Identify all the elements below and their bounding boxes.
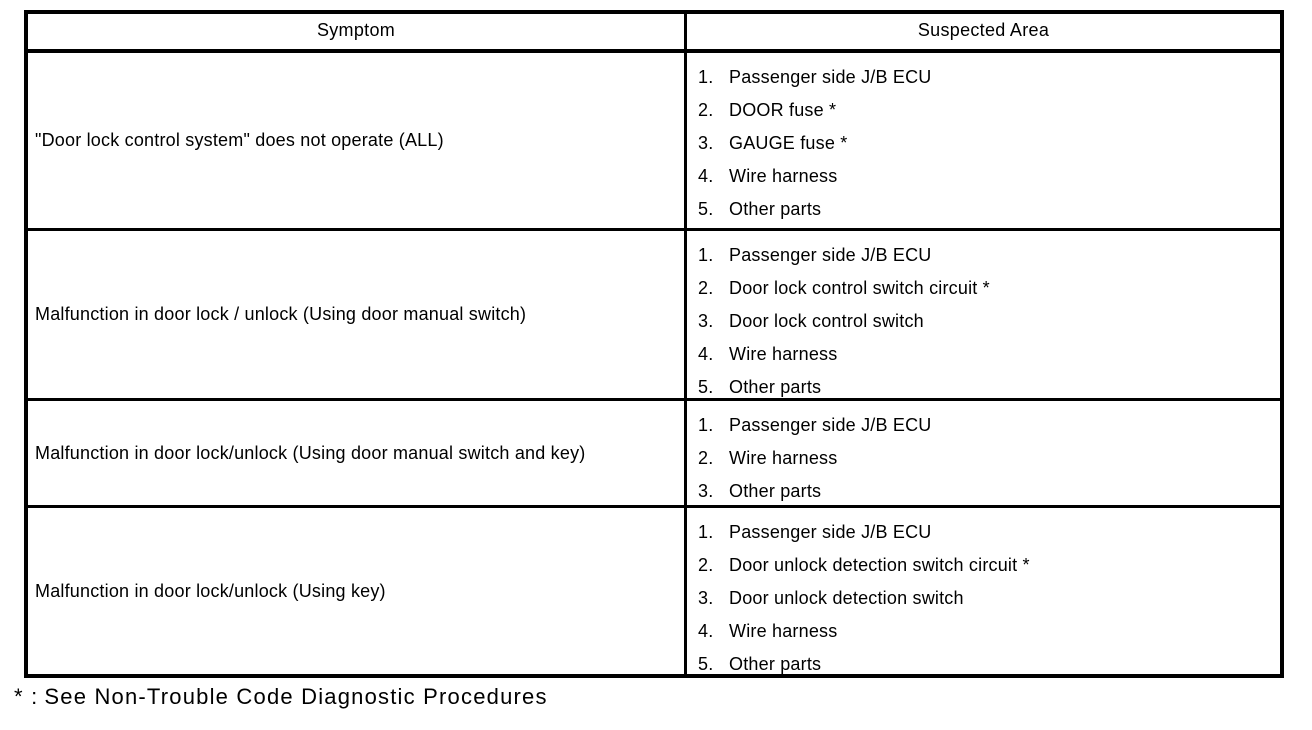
item-text: Wire harness <box>729 344 838 364</box>
suspected-area-item: 2. Door lock control switch circuit * <box>698 272 1280 305</box>
item-text: Other parts <box>729 481 822 501</box>
item-text: Door lock control switch circuit * <box>729 278 990 298</box>
item-text: Other parts <box>729 654 822 674</box>
item-text: Passenger side J/B ECU <box>729 67 932 87</box>
suspected-area-item: 4. Wire harness <box>698 338 1280 371</box>
symptom-cell: "Door lock control system" does not oper… <box>28 53 687 228</box>
suspected-area-item: 5. Other parts <box>698 371 1280 398</box>
suspected-area-cell: 1. Passenger side J/B ECU 2. DOOR fuse *… <box>687 53 1280 228</box>
suspected-area-item: 3. Other parts <box>698 475 1280 505</box>
suspected-area-cell: 1. Passenger side J/B ECU 2. Door lock c… <box>687 231 1280 398</box>
item-text: Door lock control switch <box>729 311 924 331</box>
item-number: 4. <box>698 344 714 364</box>
symptom-text: "Door lock control system" does not oper… <box>35 130 444 150</box>
item-number: 2. <box>698 100 714 120</box>
suspected-area-item: 3. Door lock control switch <box>698 305 1280 338</box>
suspected-area-item: 2. Door unlock detection switch circuit … <box>698 549 1280 582</box>
symptom-text: Malfunction in door lock / unlock (Using… <box>35 304 527 324</box>
item-number: 3. <box>698 588 714 608</box>
item-number: 5. <box>698 654 714 674</box>
item-number: 1. <box>698 415 714 435</box>
item-text: DOOR fuse * <box>729 100 837 120</box>
footnote-text: See Non-Trouble Code Diagnostic Procedur… <box>44 684 548 709</box>
item-number: 4. <box>698 166 714 186</box>
suspected-area-item: 2. DOOR fuse * <box>698 94 1280 127</box>
item-number: 2. <box>698 278 714 298</box>
item-number: 1. <box>698 522 714 542</box>
item-text: Passenger side J/B ECU <box>729 522 932 542</box>
suspected-area-item: 4. Wire harness <box>698 615 1280 648</box>
symptom-text: Malfunction in door lock/unlock (Using d… <box>35 442 586 463</box>
item-text: Door unlock detection switch circuit * <box>729 555 1030 575</box>
symptom-text: Malfunction in door lock/unlock (Using k… <box>35 580 386 601</box>
item-text: Passenger side J/B ECU <box>729 245 932 265</box>
table-row: Malfunction in door lock/unlock (Using d… <box>28 401 1280 508</box>
item-text: Door unlock detection switch <box>729 588 964 608</box>
suspected-area-item: 1. Passenger side J/B ECU <box>698 239 1280 272</box>
item-text: Wire harness <box>729 621 838 641</box>
item-number: 3. <box>698 133 714 153</box>
suspected-area-item: 2. Wire harness <box>698 442 1280 475</box>
symptom-cell: Malfunction in door lock / unlock (Using… <box>28 231 687 398</box>
item-text: Other parts <box>729 377 822 397</box>
item-text: Other parts <box>729 199 822 219</box>
item-text: GAUGE fuse * <box>729 133 848 153</box>
suspected-area-item: 4. Wire harness <box>698 160 1280 193</box>
table-row: Malfunction in door lock/unlock (Using k… <box>28 508 1280 674</box>
suspected-area-item: 5. Other parts <box>698 193 1280 226</box>
footnote-asterisk-marker: * : <box>14 684 39 709</box>
item-number: 2. <box>698 448 714 468</box>
item-number: 1. <box>698 245 714 265</box>
item-number: 4. <box>698 621 714 641</box>
footnote: * :See Non-Trouble Code Diagnostic Proce… <box>14 684 548 710</box>
item-number: 3. <box>698 481 714 501</box>
column-header-symptom: Symptom <box>28 14 687 49</box>
symptom-cell: Malfunction in door lock/unlock (Using k… <box>28 508 687 674</box>
diagnostic-symptom-table: Symptom Suspected Area "Door lock contro… <box>24 10 1284 678</box>
suspected-area-item: 5. Other parts <box>698 648 1280 674</box>
suspected-area-item: 1. Passenger side J/B ECU <box>698 61 1280 94</box>
suspected-area-cell: 1. Passenger side J/B ECU 2. Door unlock… <box>687 508 1280 674</box>
table-header-row: Symptom Suspected Area <box>28 14 1280 53</box>
item-number: 3. <box>698 311 714 331</box>
item-number: 5. <box>698 199 714 219</box>
suspected-area-item: 1. Passenger side J/B ECU <box>698 516 1280 549</box>
suspected-area-cell: 1. Passenger side J/B ECU 2. Wire harnes… <box>687 401 1280 505</box>
suspected-area-item: 3. Door unlock detection switch <box>698 582 1280 615</box>
item-text: Wire harness <box>729 448 838 468</box>
table-row: Malfunction in door lock / unlock (Using… <box>28 231 1280 401</box>
item-text: Wire harness <box>729 166 838 186</box>
suspected-area-item: 3. GAUGE fuse * <box>698 127 1280 160</box>
item-number: 1. <box>698 67 714 87</box>
table-row: "Door lock control system" does not oper… <box>28 53 1280 231</box>
symptom-cell: Malfunction in door lock/unlock (Using d… <box>28 401 687 505</box>
column-header-suspected-area: Suspected Area <box>917 20 1050 40</box>
item-number: 2. <box>698 555 714 575</box>
suspected-area-item: 1. Passenger side J/B ECU <box>698 409 1280 442</box>
item-text: Passenger side J/B ECU <box>729 415 932 435</box>
item-number: 5. <box>698 377 714 397</box>
